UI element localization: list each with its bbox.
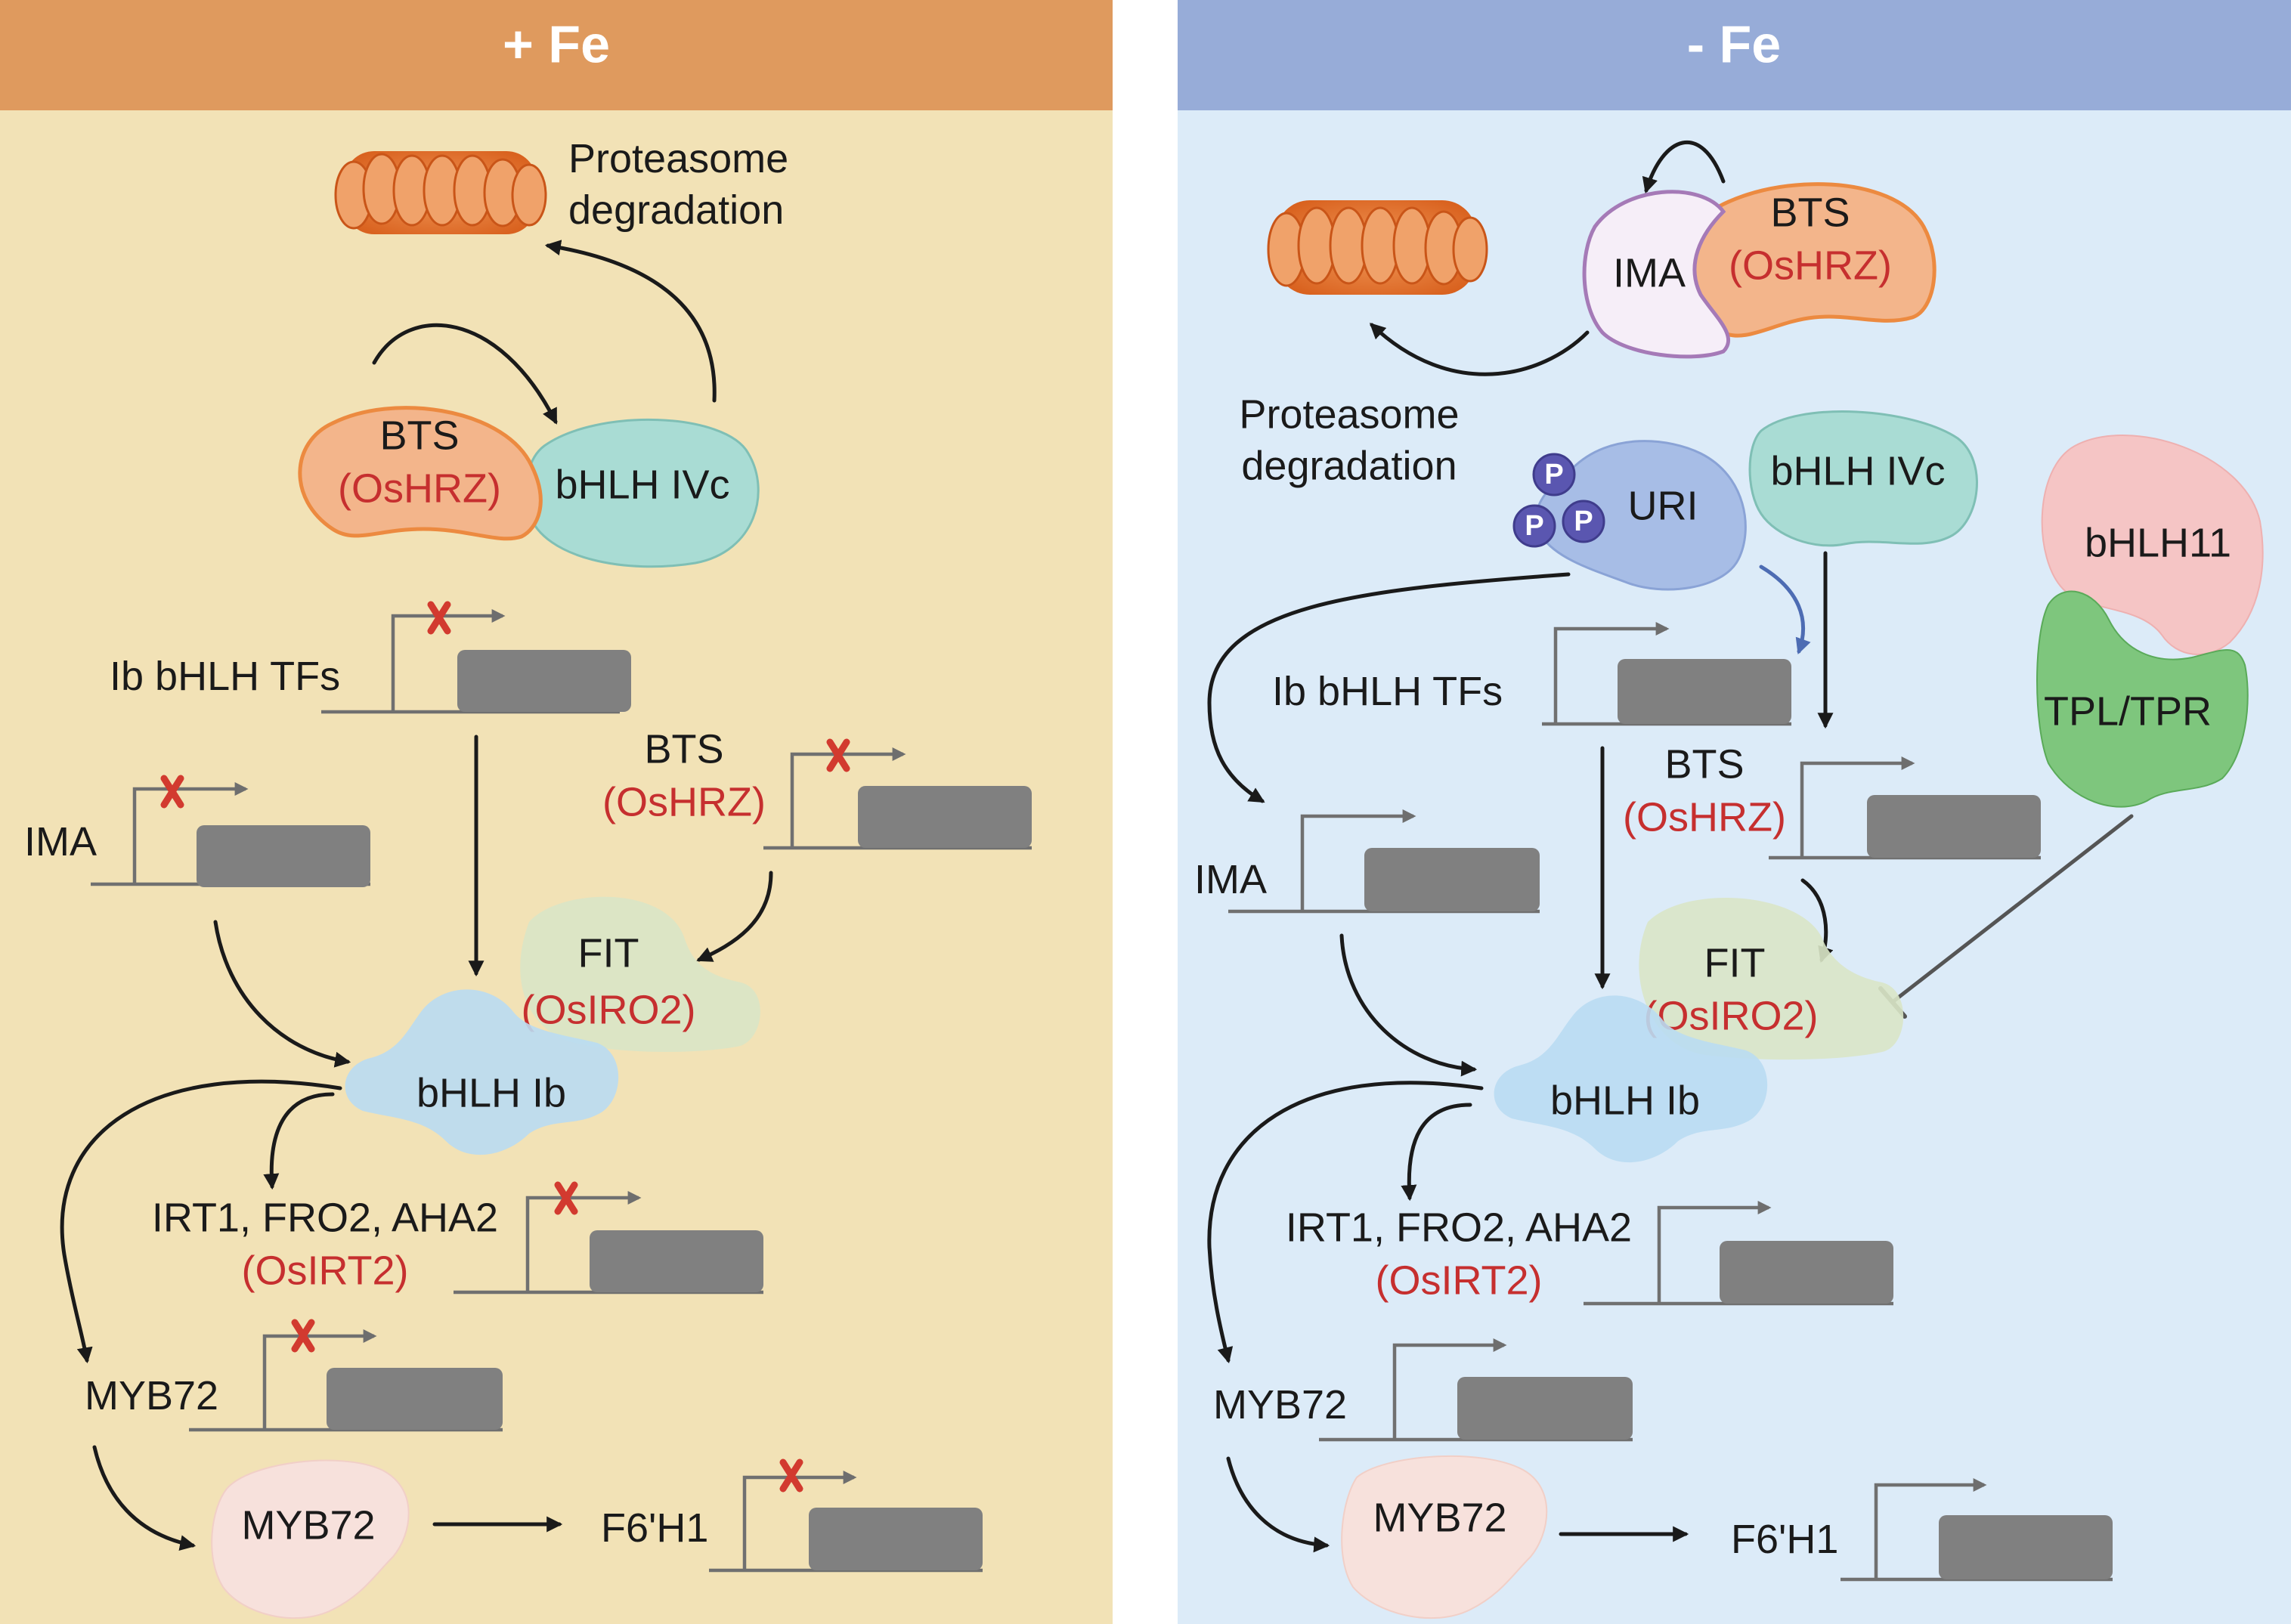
myb72-gene-label: MYB72 [1213, 1382, 1347, 1428]
myb72-protein [1341, 1455, 1548, 1619]
irt-genes-label: IRT1, FRO2, AHA2 [1286, 1205, 1632, 1250]
oshrz-gene-label: (OsHRZ) [1623, 794, 1786, 840]
tpl-tpr-label: TPL/TPR [2044, 688, 2212, 734]
fit-protein [1639, 897, 1904, 1060]
bhlh11-label: bHLH11 [2085, 520, 2231, 565]
repression-x-icon [160, 775, 184, 809]
proteasome-icon [334, 151, 547, 234]
proteasome-label-line1: Proteasome [1239, 391, 1459, 437]
repression-x-icon [427, 601, 451, 635]
myb72-gene [1319, 1345, 1633, 1442]
fit-protein [520, 896, 760, 1052]
phosphate-group-icon: P P P [1512, 453, 1605, 548]
phospho-label: P [1525, 510, 1543, 542]
ib-bhlh-tfs-gene-label: Ib bHLH TFs [110, 654, 340, 699]
myb72-gene-label: MYB72 [85, 1373, 218, 1418]
bhlh-ib-to-myb72-arrow [60, 1079, 342, 1364]
f6h1-gene-label: F6'H1 [601, 1505, 708, 1551]
myb72-protein-label: MYB72 [1373, 1495, 1506, 1540]
left-panel: + Fe Proteasome degradation bHLH IVc BTS… [0, 0, 1113, 1624]
uri-to-ib-tfs-arrow [1759, 565, 1811, 654]
ima-protein [1582, 190, 1730, 359]
myb72-gene [189, 1319, 503, 1432]
degradation-arrow [1369, 323, 1590, 376]
myb72-gene-to-protein-arrow [1226, 1456, 1330, 1553]
bts-binding-arrow [372, 323, 558, 425]
bhlh-ivc-protein [1748, 410, 1978, 547]
irt-genes [454, 1181, 763, 1295]
f6h1-gene [709, 1459, 983, 1573]
repression-x-icon [291, 1319, 315, 1353]
bhlh-ib-label: bHLH Ib [416, 1070, 566, 1115]
irt-genes-label: IRT1, FRO2, AHA2 [152, 1195, 498, 1240]
irt-genes [1584, 1208, 1893, 1306]
bts-protein-label: BTS [379, 413, 459, 458]
bts-gene-label: BTS [1664, 741, 1744, 787]
right-panel: - Fe BTS (OsHRZ) IMA Proteasome degradat… [1178, 0, 2291, 1624]
proteasome-label-line2: degradation [1241, 443, 1457, 488]
bhlh-ib-to-irt-arrow [263, 1092, 335, 1190]
right-panel-header [1178, 0, 2291, 110]
osirt2-label: (OsIRT2) [241, 1248, 408, 1293]
f6h1-gene [1841, 1485, 2113, 1582]
uri-to-ima-arrow [1207, 572, 1571, 803]
degradation-arrow [544, 240, 717, 403]
oshrz-protein-label: (OsHRZ) [1729, 243, 1892, 288]
ima-self-arrow [1642, 140, 1726, 194]
osirt2-label: (OsIRT2) [1375, 1257, 1542, 1303]
left-panel-title: + Fe [503, 14, 610, 73]
osiro2-label: (OsIRO2) [521, 987, 695, 1032]
proteasome-label-line1: Proteasome [568, 136, 788, 181]
bts-protein [298, 406, 543, 541]
myb72-protein-label: MYB72 [241, 1502, 375, 1548]
proteasome-icon [1267, 200, 1488, 295]
repression-x-icon [779, 1459, 803, 1493]
left-panel-header [0, 0, 1113, 110]
ima-gene-label: IMA [24, 819, 97, 865]
bhlh-ib-to-myb72-arrow [1207, 1081, 1484, 1364]
ima-protein-label: IMA [1613, 250, 1686, 295]
bts-protein-label: BTS [1770, 190, 1850, 235]
bts-gene [1769, 763, 2041, 860]
repression-x-icon [826, 738, 850, 772]
bhlh-ivc-label: bHLH IVc [1770, 448, 1945, 493]
ib-bhlh-tfs-gene [321, 601, 631, 714]
ib-bhlh-tfs-gene-label: Ib bHLH TFs [1272, 669, 1503, 714]
proteasome-label-line2: degradation [568, 187, 784, 233]
fit-label: FIT [1704, 940, 1766, 985]
bts-gene-label: BTS [644, 726, 723, 772]
right-panel-title: - Fe [1687, 14, 1781, 73]
oshrz-gene-label: (OsHRZ) [602, 779, 766, 824]
phospho-label: P [1544, 459, 1563, 490]
ima-gene [91, 775, 370, 887]
ima-gene [1228, 816, 1540, 914]
ima-to-bhlh-ib-arrow [1339, 933, 1478, 1077]
f6h1-gene-label: F6'H1 [1731, 1517, 1838, 1562]
ib-bhlh-tfs-gene [1542, 629, 1791, 726]
bts-gene [763, 738, 1032, 850]
phospho-label: P [1574, 506, 1593, 537]
bhlh-ib-protein [1494, 995, 1768, 1163]
ima-to-bhlh-ib-arrow [213, 920, 351, 1068]
bhlh-ivc-label: bHLH IVc [555, 462, 729, 507]
fit-label: FIT [578, 930, 639, 976]
myb72-protein [211, 1459, 410, 1619]
uri-label: URI [1628, 483, 1698, 528]
repression-x-icon [554, 1181, 578, 1215]
tpl-tpr-protein [2036, 590, 2249, 808]
ima-gene-label: IMA [1194, 857, 1267, 902]
myb72-gene-to-protein-arrow [92, 1445, 197, 1551]
oshrz-protein-label: (OsHRZ) [338, 466, 501, 511]
bts-to-fit-arrow [696, 871, 773, 962]
bhlh-ib-protein [345, 989, 619, 1155]
bhlh-ib-to-irt-arrow [1401, 1103, 1472, 1202]
bhlh-ib-label: bHLH Ib [1550, 1078, 1700, 1123]
